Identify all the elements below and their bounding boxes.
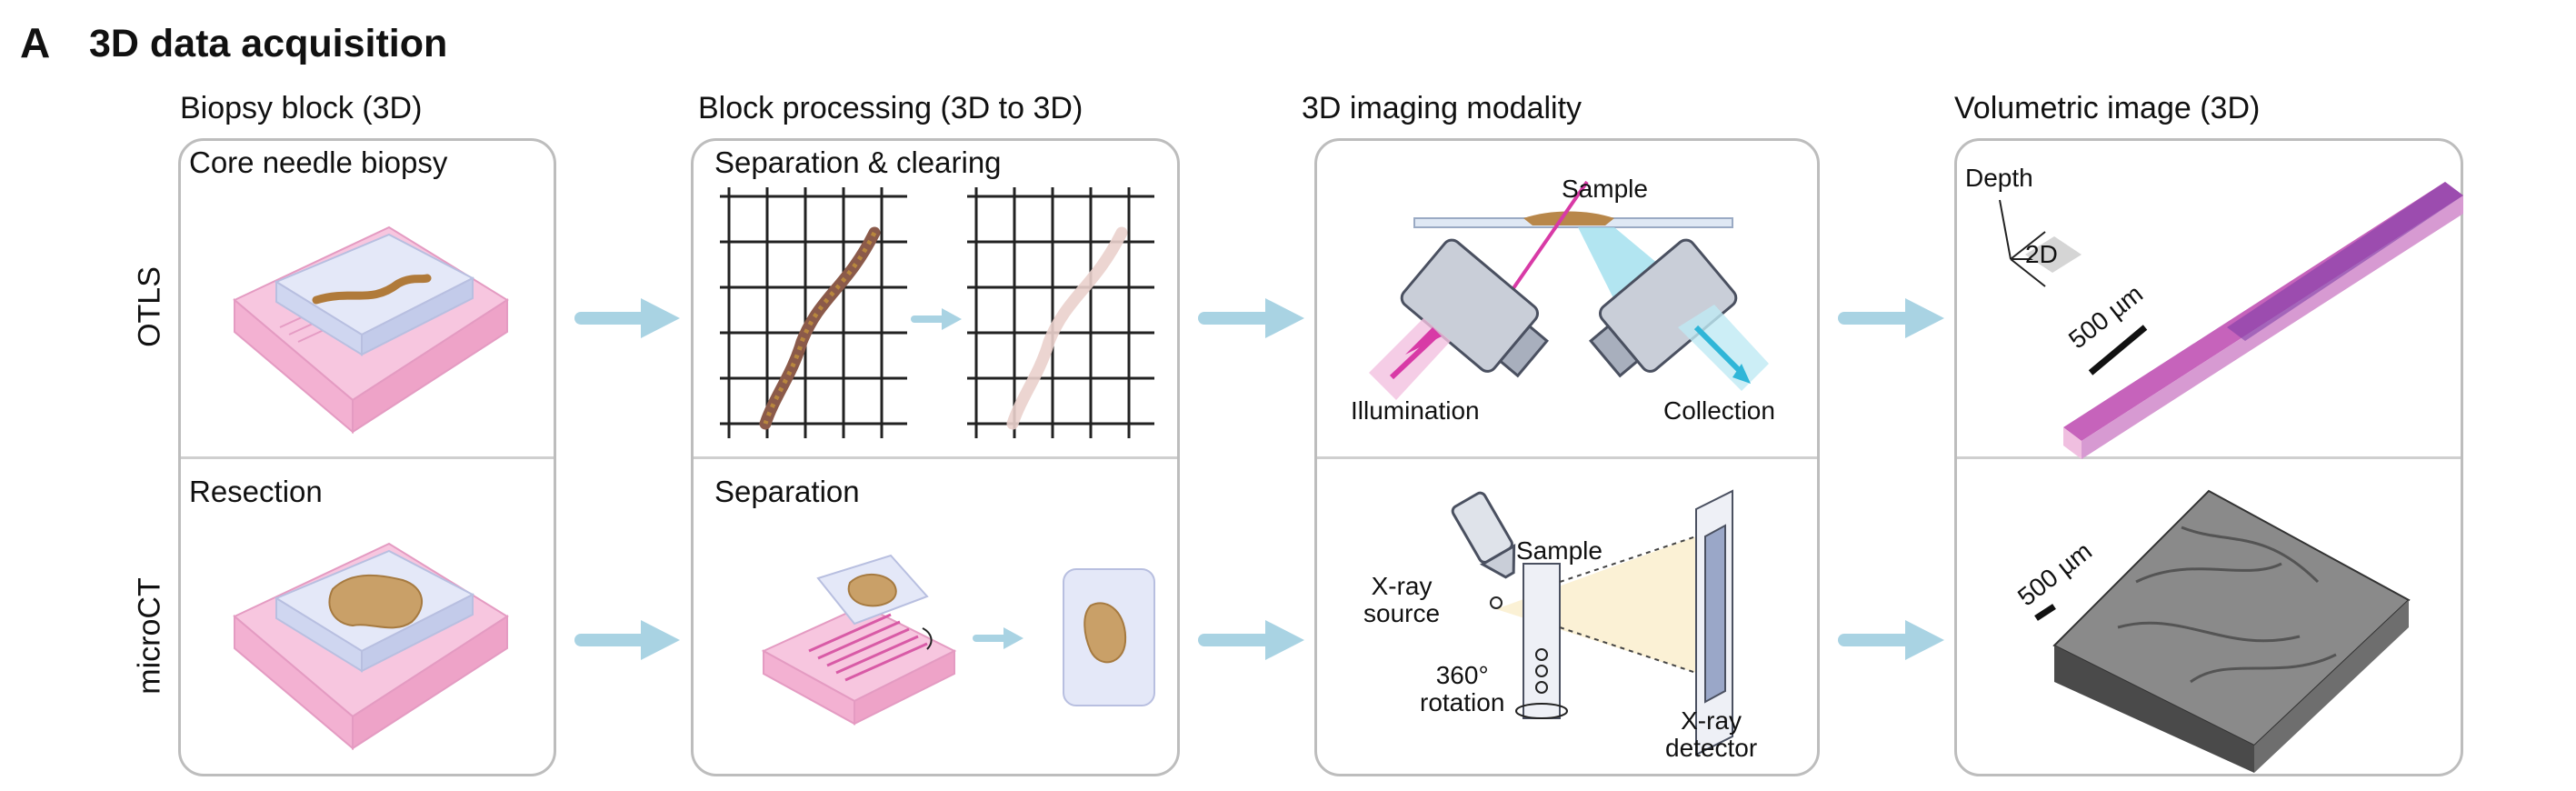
arrow-right-icon (1198, 620, 1304, 660)
arrow-right-icon (574, 620, 680, 660)
otls-sample-label: Sample (1562, 175, 1648, 203)
plane-2d-label: 2D (2025, 240, 2058, 268)
microct-scanner-illustration (1451, 489, 1733, 756)
grid-uncleared-tissue-illustration (720, 187, 907, 438)
depth-axis-label: Depth (1965, 164, 2033, 192)
figure-title: 3D data acquisition (89, 22, 448, 65)
microct-volume-illustration (2034, 489, 2411, 773)
arrow-right-icon (911, 308, 962, 330)
arrow-right-icon (1198, 298, 1304, 338)
label-resection: Resection (189, 475, 323, 508)
label-core-needle-biopsy: Core needle biopsy (189, 145, 448, 179)
label-separation: Separation (714, 475, 860, 508)
row-divider (694, 456, 1177, 459)
otls-microscope-illustration (1369, 180, 1769, 400)
separation-illustration (761, 554, 1155, 726)
header-block-processing: Block processing (3D to 3D) (698, 91, 1083, 125)
otls-volume-illustration (1999, 182, 2463, 459)
header-imaging-modality: 3D imaging modality (1302, 91, 1583, 125)
cassette-resection-illustration (233, 542, 509, 751)
header-biopsy-block: Biopsy block (3D) (180, 91, 423, 125)
microct-sample-label: Sample (1516, 536, 1603, 565)
cassette-core-biopsy-illustration (233, 225, 509, 435)
row-divider (181, 456, 554, 459)
arrow-right-icon (574, 298, 680, 338)
otls-collection-label: Collection (1663, 396, 1775, 425)
arrow-right-icon (973, 627, 1023, 649)
panel-letter: A (20, 19, 51, 66)
label-separation-clearing: Separation & clearing (714, 145, 1002, 179)
arrow-right-icon (1838, 620, 1944, 660)
row-divider (1317, 456, 1817, 459)
row-divider (1957, 456, 2461, 459)
header-volumetric-image: Volumetric image (3D) (1954, 91, 2261, 125)
arrow-right-icon (1838, 298, 1944, 338)
grid-cleared-tissue-illustration (967, 187, 1154, 438)
rotation-label: 360°rotation (1420, 661, 1505, 716)
otls-illumination-label: Illumination (1351, 396, 1480, 425)
